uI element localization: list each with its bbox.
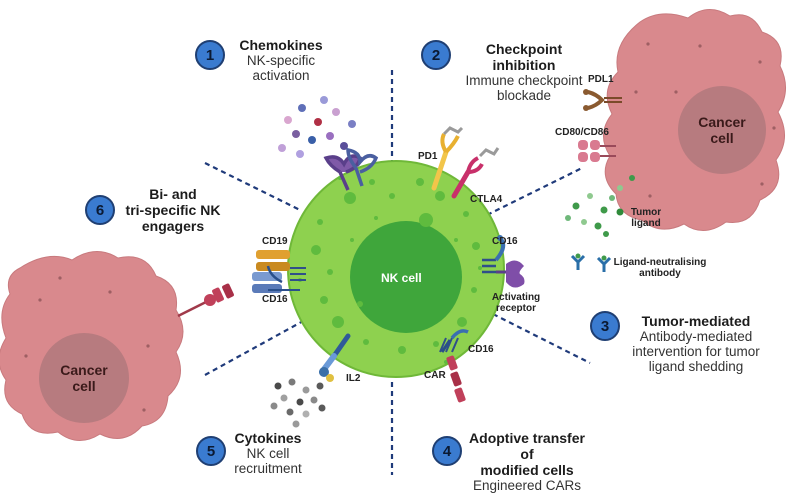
- tumor-ligand-label: Tumor ligand: [626, 207, 666, 229]
- tumor-ligand-molecules: [565, 175, 635, 237]
- cancer-cell-left-line2: cell: [72, 378, 96, 394]
- cd80-cd86-label: CD80/CD86: [555, 127, 609, 138]
- cancer-cell-right-line1: Cancer: [698, 114, 746, 130]
- ligand-neutralising-line2: antibody: [639, 268, 681, 279]
- ctla4-label: CTLA4: [470, 194, 503, 205]
- mechanism-4-title-line2: modified cells: [480, 462, 574, 478]
- mechanism-3-title: Tumor-mediated: [641, 313, 751, 329]
- pdl1-label: PDL1: [588, 74, 614, 85]
- mechanism-5-subtitle-line2: recruitment: [234, 461, 302, 476]
- car-receptor: [440, 339, 466, 403]
- il2-cytokines: [270, 378, 326, 428]
- car-label: CAR: [424, 370, 446, 381]
- cd16-right-label: CD16: [492, 236, 518, 247]
- nk-cell: [287, 160, 505, 378]
- mechanism-2-subtitle-line1: Immune checkpoint: [465, 73, 583, 88]
- chemokine-molecules: [278, 96, 356, 158]
- cancer-cell-right: [603, 9, 786, 231]
- mechanism-1-title: Chemokines: [239, 37, 323, 53]
- activating-receptor-line1: Activating: [491, 292, 541, 303]
- tumor-ligand-line2: ligand: [631, 218, 661, 229]
- mechanism-6-badge: 6: [85, 195, 115, 225]
- pdl1-ligand: [583, 89, 622, 111]
- cd19-label: CD19: [262, 236, 288, 247]
- mechanism-6-title-line1: Bi- and: [149, 186, 197, 202]
- mechanism-3-label: Tumor-mediated Antibody-mediated interve…: [626, 313, 766, 374]
- cd16-bottom-receptor: [439, 329, 469, 353]
- mechanism-4-badge: 4: [432, 436, 462, 466]
- mechanism-4-label: Adoptive transfer of modified cells Engi…: [462, 430, 592, 493]
- mechanism-3-badge: 3: [590, 311, 620, 341]
- ligand-neutralising-antibodies: [570, 253, 612, 272]
- mechanism-1-label: Chemokines NK-specific activation: [232, 37, 330, 83]
- cd16-right-receptor: [482, 235, 506, 274]
- mechanism-5-label: Cytokines NK cell recruitment: [228, 430, 308, 476]
- dashed-separators: [204, 70, 591, 475]
- mechanism-6-title-line2: tri-specific NK: [125, 202, 221, 218]
- mechanism-3-subtitle-line3: ligand shedding: [648, 359, 744, 374]
- ctla4-receptor: [451, 147, 500, 199]
- mechanism-5-subtitle-line1: NK cell: [246, 446, 290, 461]
- tumor-ligand-line1: Tumor: [630, 207, 662, 218]
- cancer-cell-right-line2: cell: [710, 130, 734, 146]
- mechanism-5-title: Cytokines: [234, 430, 302, 446]
- ligand-neutralising-label: Ligand-neutralising antibody: [605, 257, 715, 279]
- cd16-left-receptor: [266, 265, 300, 291]
- cd16-bottom-label: CD16: [468, 344, 494, 355]
- mechanism-3-subtitle-line2: intervention for tumor: [632, 344, 760, 359]
- mechanism-3-subtitle-line1: Antibody-mediated: [639, 329, 753, 344]
- bispecific-engager: [252, 250, 306, 293]
- mechanism-1-subtitle-line1: NK-specific: [246, 53, 316, 68]
- chemokine-receptors: [323, 147, 379, 191]
- mechanism-6-label: Bi- and tri-specific NK engagers: [118, 186, 228, 234]
- activating-receptor-label: Activating receptor: [488, 292, 544, 314]
- mechanism-2-label: Checkpoint inhibition Immune checkpoint …: [454, 41, 594, 103]
- mechanism-1-badge: 1: [195, 40, 225, 70]
- cd80-cd86-ligand: [578, 140, 616, 162]
- il2-label: IL2: [346, 373, 361, 384]
- activating-receptor-line2: receptor: [495, 303, 536, 314]
- cancer-cell-right-label: Cancer cell: [690, 114, 754, 146]
- cd19-target-on-cancer: [177, 283, 234, 318]
- mechanism-2-title: Checkpoint inhibition: [485, 41, 563, 73]
- cd16-left-label: CD16: [262, 294, 288, 305]
- pd1-receptor: [431, 126, 464, 191]
- cancer-cell-left: [0, 251, 184, 441]
- activating-receptor: [496, 260, 525, 288]
- mechanism-5-badge: 5: [196, 436, 226, 466]
- ligand-neutralising-line1: Ligand-neutralising: [613, 257, 707, 268]
- pd1-label: PD1: [418, 151, 438, 162]
- mechanism-6-title-line3: engagers: [141, 218, 205, 234]
- mechanism-4-title-line1: Adoptive transfer of: [469, 430, 585, 462]
- cancer-cell-left-label: Cancer cell: [52, 362, 116, 394]
- mechanism-1-subtitle-line2: activation: [252, 68, 310, 83]
- mechanism-2-subtitle-line2: blockade: [496, 88, 552, 103]
- mechanism-4-subtitle: Engineered CARs: [472, 478, 582, 493]
- mechanism-2-badge: 2: [421, 40, 451, 70]
- nk-cell-label: NK cell: [381, 271, 422, 285]
- diagram-canvas: [0, 9, 786, 475]
- il2-receptor: [319, 333, 351, 382]
- cancer-cell-left-line1: Cancer: [60, 362, 108, 378]
